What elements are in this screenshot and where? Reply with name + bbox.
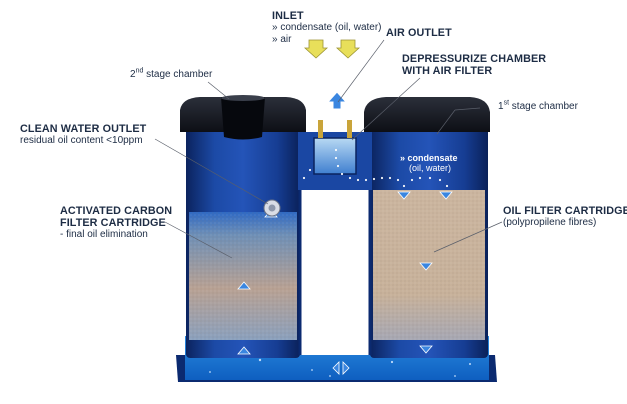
center-gap [300, 190, 370, 355]
depressurize-label: DEPRESSURIZE CHAMBER WITH AIR FILTER [402, 53, 546, 77]
air-outlet-label: AIR OUTLET [386, 27, 452, 39]
first-stage-label: 1st stage chamber [498, 101, 578, 113]
carbon-line1: - final oil elimination [60, 229, 172, 241]
first-stage-suffix: stage chamber [509, 101, 578, 112]
clean-water-line1: residual oil content <10ppm [20, 135, 146, 147]
inner-condensate-line1: » condensate [400, 153, 458, 163]
carbon-title-line2: FILTER CARTRIDGE [60, 217, 172, 229]
second-stage-label: 2nd stage chamber [130, 69, 212, 81]
oil-filter-line1: (polypropilene fibres) [503, 217, 627, 229]
air-outlet-title: AIR OUTLET [386, 27, 452, 39]
carbon-title-line1: ACTIVATED CARBON [60, 205, 172, 217]
inlet-line2: » air [272, 34, 382, 46]
second-stage-suffix: stage chamber [143, 69, 212, 80]
inlet-label: INLET » condensate (oil, water) » air [272, 10, 382, 46]
lid-1st-stage [364, 97, 490, 132]
inlet-line1: » condensate (oil, water) [272, 22, 382, 34]
clean-water-label: CLEAN WATER OUTLET residual oil content … [20, 123, 146, 147]
depressurize-title-line1: DEPRESSURIZE CHAMBER [402, 53, 546, 65]
oil-filter-title: OIL FILTER CARTRIDGE [503, 205, 627, 217]
depressurize-chamber [314, 138, 356, 174]
carbon-label: ACTIVATED CARBON FILTER CARTRIDGE - fina… [60, 205, 172, 241]
inner-condensate-label: » condensate (oil, water) [400, 153, 458, 173]
clean-water-title: CLEAN WATER OUTLET [20, 123, 146, 135]
water-outlet-valve-icon [264, 200, 280, 216]
oil-filter-label: OIL FILTER CARTRIDGE (polypropilene fibr… [503, 205, 627, 229]
depressurize-title-line2: WITH AIR FILTER [402, 65, 546, 77]
inner-condensate-line2: (oil, water) [400, 163, 458, 173]
inlet-title: INLET [272, 10, 382, 22]
